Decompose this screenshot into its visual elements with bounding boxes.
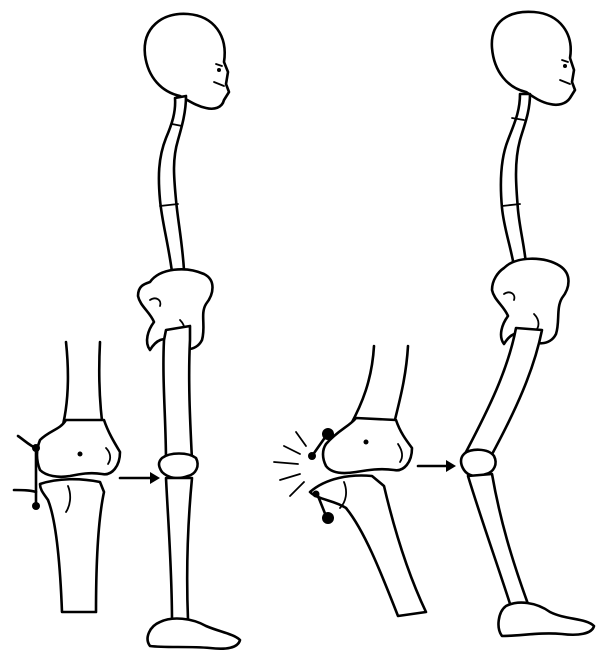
left-tibia — [166, 478, 192, 622]
left-skeleton — [138, 14, 240, 649]
arrow-right-icon-2 — [418, 460, 456, 472]
right-spine — [501, 94, 530, 266]
left-inset-tibia — [40, 479, 104, 612]
left-skull — [145, 14, 229, 109]
right-skeleton — [461, 12, 594, 636]
right-knee-inset — [274, 346, 426, 616]
left-foot — [148, 619, 240, 649]
left-femur — [163, 326, 192, 462]
right-foot — [499, 603, 594, 636]
impact-burst-icon — [274, 432, 306, 496]
left-knee — [159, 454, 198, 479]
right-tibia — [468, 474, 528, 610]
arrow-right-icon — [120, 472, 160, 484]
right-inset-tibia — [310, 476, 426, 616]
right-skull — [492, 12, 575, 105]
right-femur — [466, 328, 542, 458]
right-knee — [461, 450, 496, 476]
left-knee-inset — [14, 342, 120, 612]
left-spine — [159, 96, 186, 272]
